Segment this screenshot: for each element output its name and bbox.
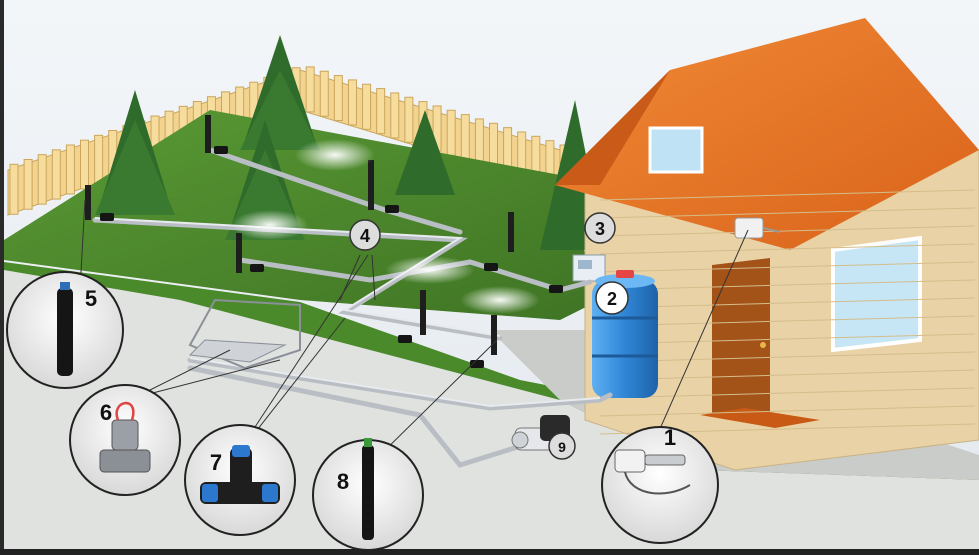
left-edge (0, 0, 4, 555)
fence-picket (94, 134, 104, 185)
callout-label-7: 7 (210, 450, 222, 475)
valve-box (188, 298, 301, 370)
roof-side (555, 70, 670, 185)
tee-fitting-icon (200, 445, 280, 504)
siding-line (599, 405, 976, 417)
fence-picket (362, 83, 372, 130)
siding-line (599, 297, 976, 309)
tree (95, 90, 175, 215)
house-window-large (831, 235, 922, 353)
water-sprays (232, 139, 540, 314)
bottom-edge (0, 549, 979, 555)
callout-label-8: 8 (337, 469, 349, 494)
callout-7-circle (184, 424, 296, 536)
fence-picket (376, 88, 386, 135)
valve-icon (99, 401, 151, 473)
badge-9 (548, 432, 576, 460)
callout-label-1: 1 (664, 425, 676, 450)
rain-sensor-icon (614, 449, 691, 495)
fence-picket (319, 70, 329, 117)
fence-picket (23, 158, 33, 210)
callout-5-circle (6, 271, 124, 389)
fence-picket (446, 109, 456, 156)
spray-head-icon (362, 445, 374, 540)
siding-line (599, 189, 976, 201)
tree (240, 35, 320, 150)
fence-picket (333, 75, 343, 122)
sprinklers-on-lawn (85, 115, 514, 355)
siding-line (599, 207, 976, 219)
badge-3 (584, 212, 616, 244)
badge-4 (349, 219, 381, 251)
siding-line (599, 261, 976, 273)
siding-line (599, 351, 976, 363)
fence-picket (65, 144, 75, 195)
fence-picket (347, 79, 357, 126)
callout-label-5: 5 (85, 286, 97, 311)
pop-up-sprinkler-icon (57, 288, 73, 376)
callout-label-2: 2 (607, 289, 617, 309)
fence-picket (37, 154, 47, 205)
callout-label-6: 6 (100, 400, 112, 425)
siding-line (599, 243, 976, 255)
fence-picket (9, 163, 19, 215)
door-knob (760, 342, 766, 348)
fence-picket (474, 118, 484, 165)
callout-label-3: 3 (595, 219, 605, 239)
roof (555, 18, 979, 250)
house-door (712, 258, 770, 425)
callout-label-9: 9 (558, 439, 566, 455)
fence-picket (80, 139, 90, 190)
fence-picket (390, 92, 400, 139)
siding-line (599, 315, 976, 327)
siding-line (599, 333, 976, 345)
tree (395, 110, 455, 195)
callout-label-4: 4 (360, 226, 370, 246)
siding-line (599, 387, 976, 399)
fence-picket (51, 149, 61, 200)
drip-fittings (100, 146, 563, 368)
siding-line (599, 279, 976, 291)
siding-line (599, 369, 976, 381)
fence-picket (460, 114, 470, 161)
callout-6-circle (69, 384, 181, 496)
fence-picket (488, 122, 498, 169)
fence-picket (404, 96, 414, 143)
badge-2 (595, 281, 629, 315)
fence-picket (305, 66, 315, 113)
rain-sensor-on-wall (734, 217, 781, 239)
callout-8-circle (312, 438, 424, 551)
house-window-small (648, 126, 704, 174)
siding-line (599, 225, 976, 237)
callout-1-circle (601, 426, 719, 544)
